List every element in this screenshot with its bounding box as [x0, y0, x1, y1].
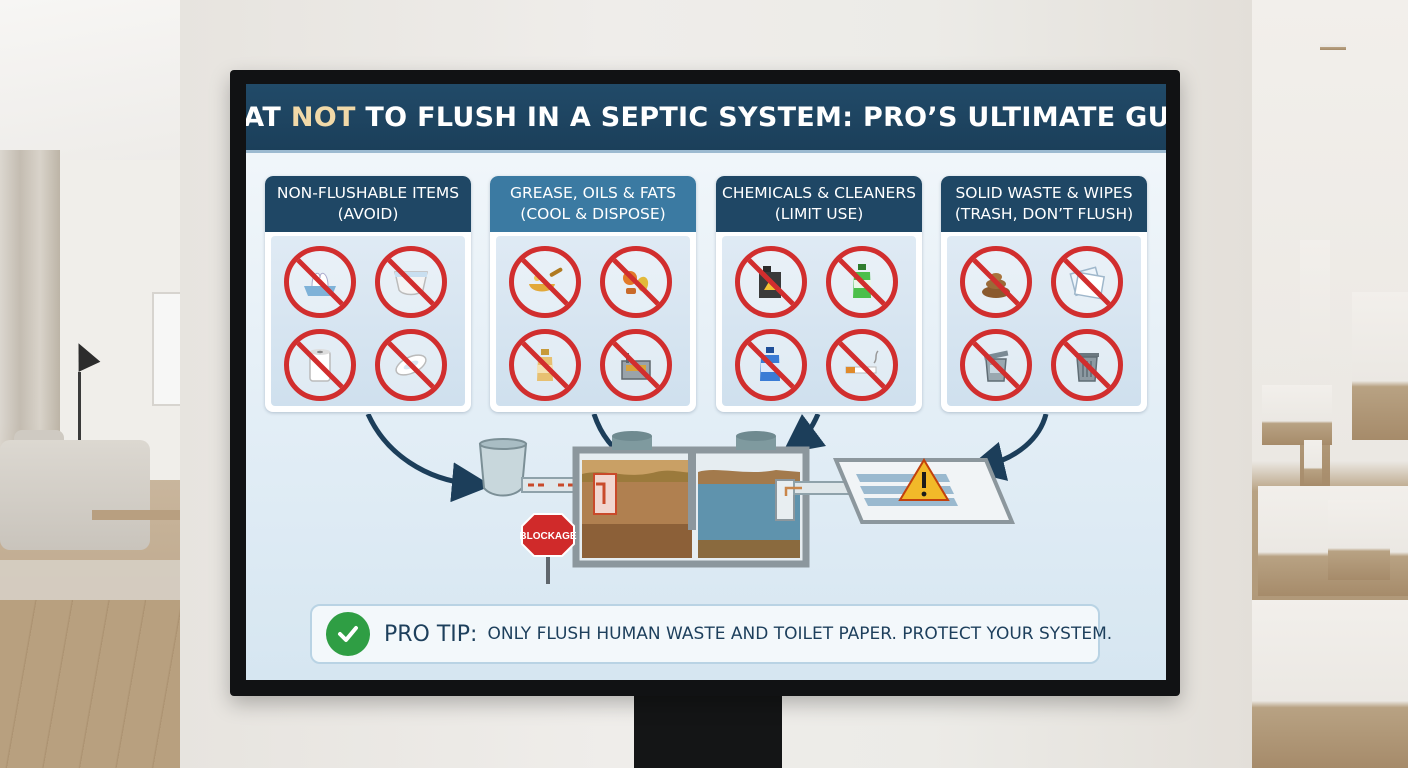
left-room-view: [0, 0, 182, 768]
sofa: [0, 440, 150, 550]
wood-floor: [0, 600, 180, 768]
cabinet-shelf: [1328, 500, 1390, 580]
category-header: NON-FLUSHABLE ITEMS (AVOID): [265, 176, 471, 232]
category-panel-solid-waste: SOLID WASTE & WIPES (TRASH, DON’T FLUSH): [941, 176, 1147, 412]
chemical-jug-icon: [735, 246, 807, 318]
monitor-stand: [634, 694, 782, 768]
sanitary-pad-icon: [375, 329, 447, 401]
trash-bin-open-icon: [960, 329, 1032, 401]
bleach-bottle-icon: [735, 329, 807, 401]
septic-system-diagram: BLOCKAGE: [365, 414, 1049, 584]
flow-arrow-3: [782, 414, 827, 455]
infographic-screen: WHAT NOT TO FLUSH IN A SEPTIC SYSTEM: PR…: [246, 84, 1166, 680]
tissue-icon: [284, 246, 356, 318]
solid-waste-icon: [960, 246, 1032, 318]
curtain: [0, 150, 60, 450]
title-bar: WHAT NOT TO FLUSH IN A SEPTIC SYSTEM: PR…: [246, 84, 1166, 153]
pro-tip-label: PRO TIP:: [384, 621, 478, 647]
vase: [1304, 440, 1322, 486]
flow-arrow-1: [365, 414, 492, 503]
flow-arrow-4: [964, 414, 1049, 481]
page-title: WHAT NOT TO FLUSH IN A SEPTIC SYSTEM: PR…: [246, 101, 1166, 133]
paper-towel-icon: [284, 329, 356, 401]
blockage-sign: [521, 513, 575, 557]
pro-tip-text: ONLY FLUSH HUMAN WASTE AND TOILET PAPER.…: [487, 624, 1113, 644]
coffee-table: [92, 510, 180, 520]
wood-floor-right: [1252, 600, 1408, 768]
category-panel-chemicals: CHEMICALS & CLEANERS (LIMIT USE): [716, 176, 922, 412]
wipes-icon: [1051, 246, 1123, 318]
wall-frame: [152, 292, 182, 406]
title-highlight: NOT: [290, 101, 356, 133]
category-header: SOLID WASTE & WIPES (TRASH, DON’T FLUSH): [941, 176, 1147, 232]
category-header: GREASE, OILS & FATS (COOL & DISPOSE): [490, 176, 696, 232]
trash-can-icon: [1051, 329, 1123, 401]
cleaner-bottle-icon: [826, 246, 898, 318]
pro-tip-box: PRO TIP: ONLY FLUSH HUMAN WASTE AND TOIL…: [310, 604, 1112, 664]
cooking-oil-icon: [509, 246, 581, 318]
category-header: CHEMICALS & CLEANERS (LIMIT USE): [716, 176, 922, 232]
blockage-label: BLOCKAGE: [519, 531, 577, 542]
cigarette-icon: [826, 329, 898, 401]
category-panel-grease: GREASE, OILS & FATS (COOL & DISPOSE): [490, 176, 696, 412]
oil-bottle-icon: [509, 329, 581, 401]
wall-tv: [1352, 292, 1408, 440]
intake-bowl: [478, 443, 528, 497]
diaper-icon: [375, 246, 447, 318]
checkmark-icon: [326, 612, 370, 656]
category-panel-non-flushable: NON-FLUSHABLE ITEMS (AVOID): [265, 176, 471, 412]
food-scraps-icon: [600, 246, 672, 318]
ceiling-light: [1320, 42, 1346, 50]
fryer-icon: [600, 329, 672, 401]
plant: [1262, 385, 1332, 445]
